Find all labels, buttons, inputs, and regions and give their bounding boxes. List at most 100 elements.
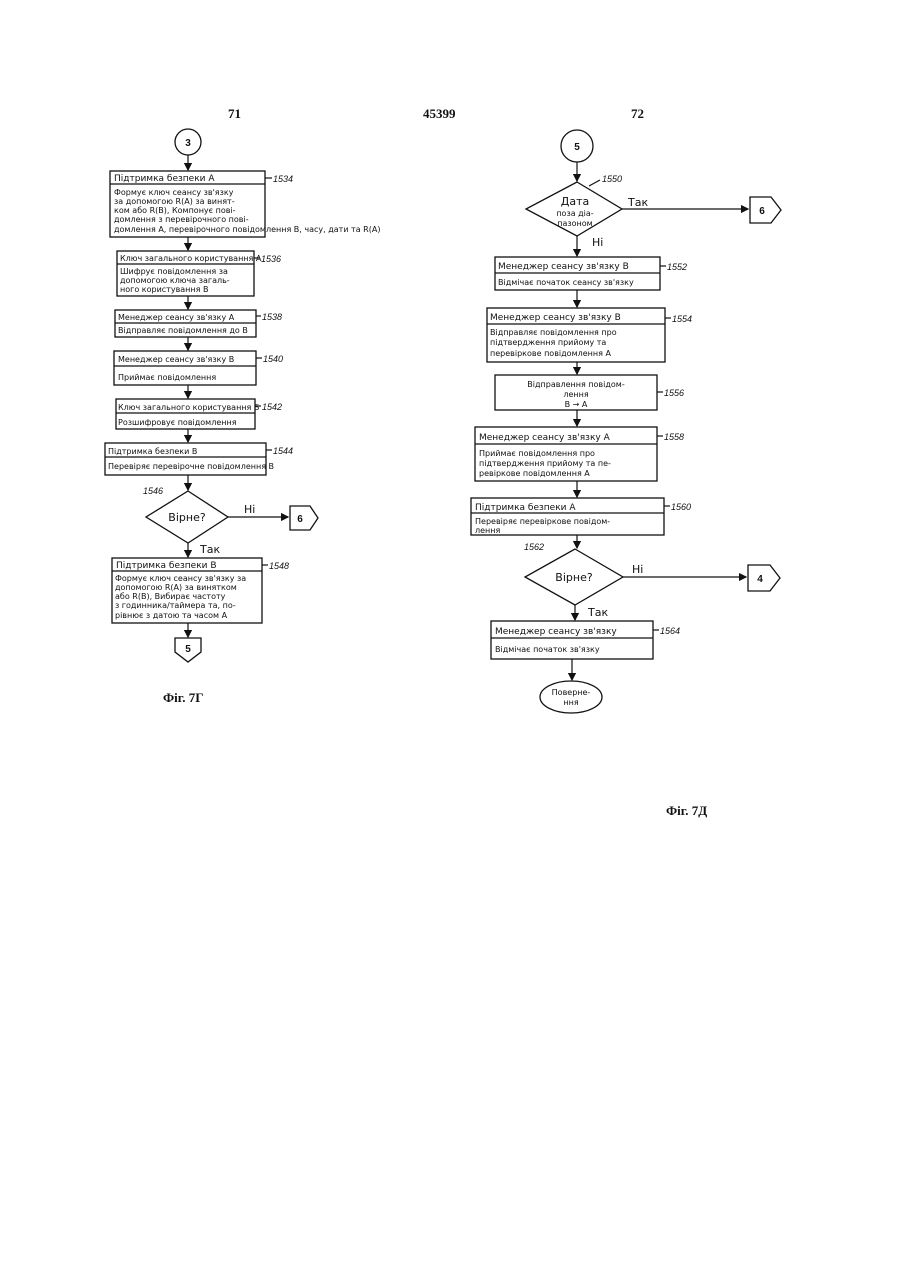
box-text: Перевіряє перевірочне повідомлення В [108,462,274,471]
box-1542: Ключ загального користування Б Розшифров… [116,399,282,429]
box-1552: Менеджер сеансу зв'язку В Відмічає почат… [495,257,687,290]
ref-number: 1536 [261,254,281,264]
left-flowchart: 3 Підтримка безпеки А Формує ключ сеансу… [105,129,380,662]
ref-number: 1550 [602,174,622,184]
connector-label: 6 [297,514,303,525]
box-text: допомогою R(А) за винятком [115,583,237,592]
box-title: Підтримка безпеки А [114,174,215,184]
box-text: за допомогою R(А) за винят- [114,197,235,206]
ref-number: 1546 [143,486,163,496]
connector-label: 3 [185,138,191,149]
box-title: Менеджер сеансу зв'язку В [498,262,629,272]
box-1538: Менеджер сеансу зв'язку А Відправляє пов… [115,310,282,337]
ref-number: 1558 [664,432,684,442]
box-title: Менеджер сеансу зв'язку В [118,355,234,364]
box-text: Відправляє повідомлення про [490,328,617,337]
box-1536: Ключ загального користування А Шифрує по… [117,251,281,296]
box-text: або R(В), Вибирає частоту [115,592,226,601]
ref-number: 1556 [664,388,684,398]
decision-1550: Дата поза діа- пазоном 1550 Так 6 Ні [526,174,781,256]
box-text: Відмічає початок сеансу зв'язку [498,278,634,287]
figure-caption-left: Фіг. 7Г [163,690,204,706]
right-flowchart: 5 Дата поза діа- пазоном 1550 Так 6 Ні М… [471,130,781,713]
box-text: домлення А, перевірочного повідомлення В… [114,225,380,234]
box-text: Формує ключ сеансу зв'язку [114,188,234,197]
box-text: лення [475,526,500,535]
box-title: Менеджер сеансу зв'язку А [118,313,235,322]
branch-no-label: Ні [244,503,255,516]
box-1558: Менеджер сеансу зв'язку А Приймає повідо… [475,427,684,481]
box-text: Формує ключ сеансу зв'язку за [115,574,246,583]
box-1554: Менеджер сеансу зв'язку В Відправляє пов… [487,308,692,362]
box-text: Відправлення повідом- [527,380,625,389]
box-text: ного користування В [120,285,208,294]
box-1534: Підтримка безпеки А Формує ключ сеансу з… [110,171,380,237]
box-text: допомогою ключа загаль- [120,276,230,285]
terminator-return [540,681,602,713]
figure-caption-right: Фіг. 7Д [666,803,707,819]
offpage-connector-6 [750,197,781,223]
box-text: з годинника/таймера та, по- [115,601,236,610]
box-text: Відправляє повідомлення до В [118,326,248,335]
box-1560: Підтримка безпеки А Перевіряє перевірков… [471,498,691,535]
decision-text: поза діа- [556,209,593,218]
box-1544: Підтримка безпеки В Перевіряє перевірочн… [105,443,293,475]
box-title: Ключ загального користування Б [118,403,259,412]
branch-no-label: Ні [632,563,643,576]
box-text: лення [563,390,588,399]
ref-number: 1562 [524,542,544,552]
box-text: домлення з перевірочного пові- [114,215,249,224]
box-title: Менеджер сеансу зв'язку [495,627,617,637]
box-1548: Підтримка безпеки В Формує ключ сеансу з… [112,558,289,623]
box-title: Підтримка безпеки В [108,447,197,456]
connector-label: 5 [574,142,580,153]
terminator-text: ння [563,698,578,707]
box-title: Підтримка безпеки А [475,503,576,513]
connector-label: 6 [759,206,765,217]
box-text: В → А [565,400,588,409]
box-text: ком або R(В), Компонує пові- [114,206,236,215]
ref-number: 1548 [269,561,289,571]
ref-number: 1564 [660,626,680,636]
branch-yes-label: Так [627,196,648,209]
box-text: Шифрує повідомлення за [120,267,228,276]
box-text: Розшифровує повідомлення [118,418,237,427]
ref-number: 1560 [671,502,691,512]
box-text: Приймає повідомлення про [479,449,595,458]
decision-1562: Вірне? 1562 Ні 4 Так [524,542,780,620]
decision-1546: Вірне? 1546 Ні 6 Так [143,486,318,557]
box-text: перевіркове повідомлення А [490,349,611,358]
connector-label: 4 [757,574,763,585]
box-title: Ключ загального користування А [120,254,262,263]
ref-number: 1542 [262,402,282,412]
box-text: підтвердження прийому та [490,338,606,347]
decision-text: пазоном [557,219,592,228]
box-1556: Відправлення повідом- лення В → А 1556 [495,375,684,410]
ref-number: 1540 [263,354,283,364]
decision-text: Вірне? [168,511,206,524]
branch-yes-label: Так [587,606,608,619]
box-text: ревіркове повідомлення А [479,469,590,478]
offpage-connector-4 [748,565,780,591]
ref-number: 1534 [273,174,293,184]
box-1540: Менеджер сеансу зв'язку В Приймає повідо… [114,351,283,385]
connector-label: 5 [185,644,191,655]
box-title: Підтримка безпеки В [116,561,217,571]
box-title: Менеджер сеансу зв'язку В [490,313,621,323]
ref-number: 1554 [672,314,692,324]
ref-number: 1538 [262,312,282,322]
branch-no-label: Ні [592,236,603,249]
box-text: рівнює з датою та часом А [115,611,228,620]
ref-number: 1544 [273,446,293,456]
box-text: Перевіряє перевіркове повідом- [475,517,610,526]
box-title: Менеджер сеансу зв'язку А [479,433,611,443]
box-text: Приймає повідомлення [118,373,216,382]
branch-yes-label: Так [199,543,220,556]
ref-number: 1552 [667,262,687,272]
box-text: підтвердження прийому та пе- [479,459,611,468]
box-text: Відмічає початок зв'язку [495,645,600,654]
decision-text: Вірне? [555,571,593,584]
offpage-connector-6 [290,506,318,530]
terminator-text: Поверне- [552,688,591,697]
